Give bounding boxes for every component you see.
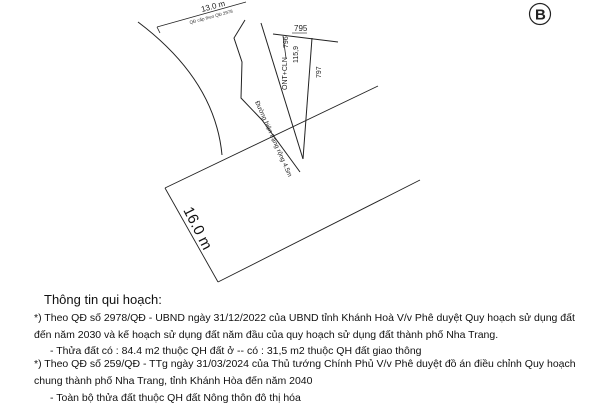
dimension-line-16m-end (164, 187, 219, 283)
parcel-label-797: 797 (316, 66, 323, 78)
dimension-line-16m (164, 85, 379, 189)
dimension-line-13m (156, 1, 247, 28)
cadastral-map: 13.0 m QĐ cấp theo QĐ 2978 16.0 m 795 79… (137, 0, 421, 283)
badge-letter: B (535, 7, 546, 24)
dimension-label-16m: 16.0 m (179, 204, 215, 253)
parcel-797-boundary (302, 37, 313, 160)
parcel-label-796: 796 (283, 36, 290, 48)
road-label: Đường hiện trạng rộng 4.5m (253, 100, 293, 178)
road-edge-right (260, 22, 304, 160)
parcel-code: ONT+CLN (282, 57, 289, 90)
parcel-label-795: 795 (294, 24, 308, 33)
planning-info-line: *) Theo QĐ số 2978/QĐ - UBND ngày 31/12/… (34, 312, 575, 324)
parcel-front-boundary (217, 179, 421, 283)
map-sheet-badge: B (528, 2, 552, 26)
parcel-area: 115,9 (293, 46, 300, 63)
planning-info-line: chung thành phố Nha Trang, tỉnh Khánh Hò… (34, 375, 313, 387)
planning-info-line: đến năm 2030 và kế hoạch sử dụng đất năm… (34, 329, 499, 341)
boundary-arc (137, 21, 223, 156)
road-edge-left (233, 19, 301, 173)
planning-info-line: - Thửa đất có : 84.4 m2 thuộc QH đất ở -… (50, 345, 422, 357)
parcel-795-boundary (272, 33, 339, 43)
parcel-boundary (282, 35, 287, 59)
planning-info-line: - Toàn bộ thửa đất thuộc QH đất Nông thô… (50, 392, 301, 404)
planning-info-heading: Thông tin qui hoạch: (44, 292, 162, 307)
planning-info-line: *) Theo QĐ số 259/QĐ - TTg ngày 31/03/20… (34, 358, 576, 370)
dimension-tick (156, 26, 161, 34)
